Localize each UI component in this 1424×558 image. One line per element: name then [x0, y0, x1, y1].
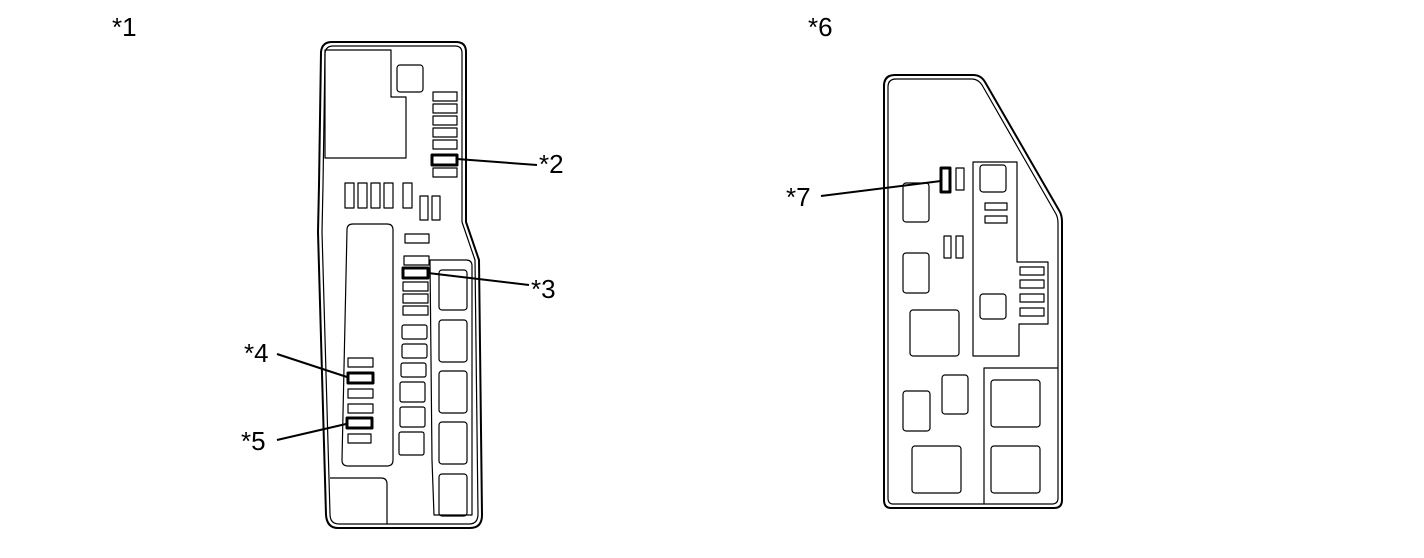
fuse-3-highlight [401, 266, 430, 280]
relay-socket-small-a [902, 390, 931, 432]
panel-fuse-stack [1019, 266, 1045, 317]
relay-socket-panel-top [979, 164, 1007, 193]
relay-socket-upper-left [902, 182, 930, 223]
callout-label-3: *3 [531, 274, 556, 304]
fuse-4-highlight [346, 371, 375, 385]
right-relay-column [438, 269, 468, 517]
fuse-block-left [276, 41, 538, 529]
bottom-left-compartment [330, 477, 388, 524]
fuse-7-neighbor [955, 167, 965, 191]
relay-socket-panel-bottom [979, 293, 1007, 320]
callout-label-7: *7 [786, 182, 811, 212]
fuse-row-middle [344, 182, 441, 221]
relay-socket-small-b [941, 374, 969, 415]
relay-socket-large-left [909, 309, 960, 357]
callout-label-2: *2 [539, 149, 564, 179]
top-compartment [324, 49, 407, 159]
relay-socket-large-a [990, 379, 1041, 428]
right-inner-panel [972, 161, 1049, 357]
left-panel-fuses [347, 357, 374, 444]
diagram-label-6: *6 [808, 12, 833, 42]
right-block-outer-outline [883, 74, 1063, 509]
diagram-label-1: *1 [112, 12, 137, 42]
bottom-section-outline [983, 367, 1058, 504]
top-relay-socket [396, 64, 424, 93]
fuse-7-highlight [939, 166, 952, 194]
left-inner-panel [341, 223, 394, 467]
relay-socket-large-c [990, 445, 1041, 494]
relay-socket-mid-left [902, 252, 930, 294]
callout-label-5: *5 [241, 426, 266, 456]
right-relay-column-outline [429, 259, 473, 516]
fuse-pair-b [955, 235, 964, 259]
left-block-outer-outline [317, 41, 483, 529]
fuse-pair-a [943, 235, 952, 259]
leader-line-2 [456, 158, 538, 166]
leader-line-4 [276, 353, 348, 378]
fuse-5-highlight [345, 416, 374, 430]
right-block-inner-outline [887, 78, 1059, 505]
central-fuse-column [398, 233, 430, 456]
relay-block-right [820, 74, 1063, 509]
relay-socket-large-b [911, 445, 962, 494]
upper-fuse-column [432, 91, 458, 178]
leader-line-3 [427, 272, 530, 286]
fuse-2-highlight [430, 153, 459, 167]
callout-label-4: *4 [244, 338, 269, 368]
leader-line-5 [276, 423, 347, 441]
